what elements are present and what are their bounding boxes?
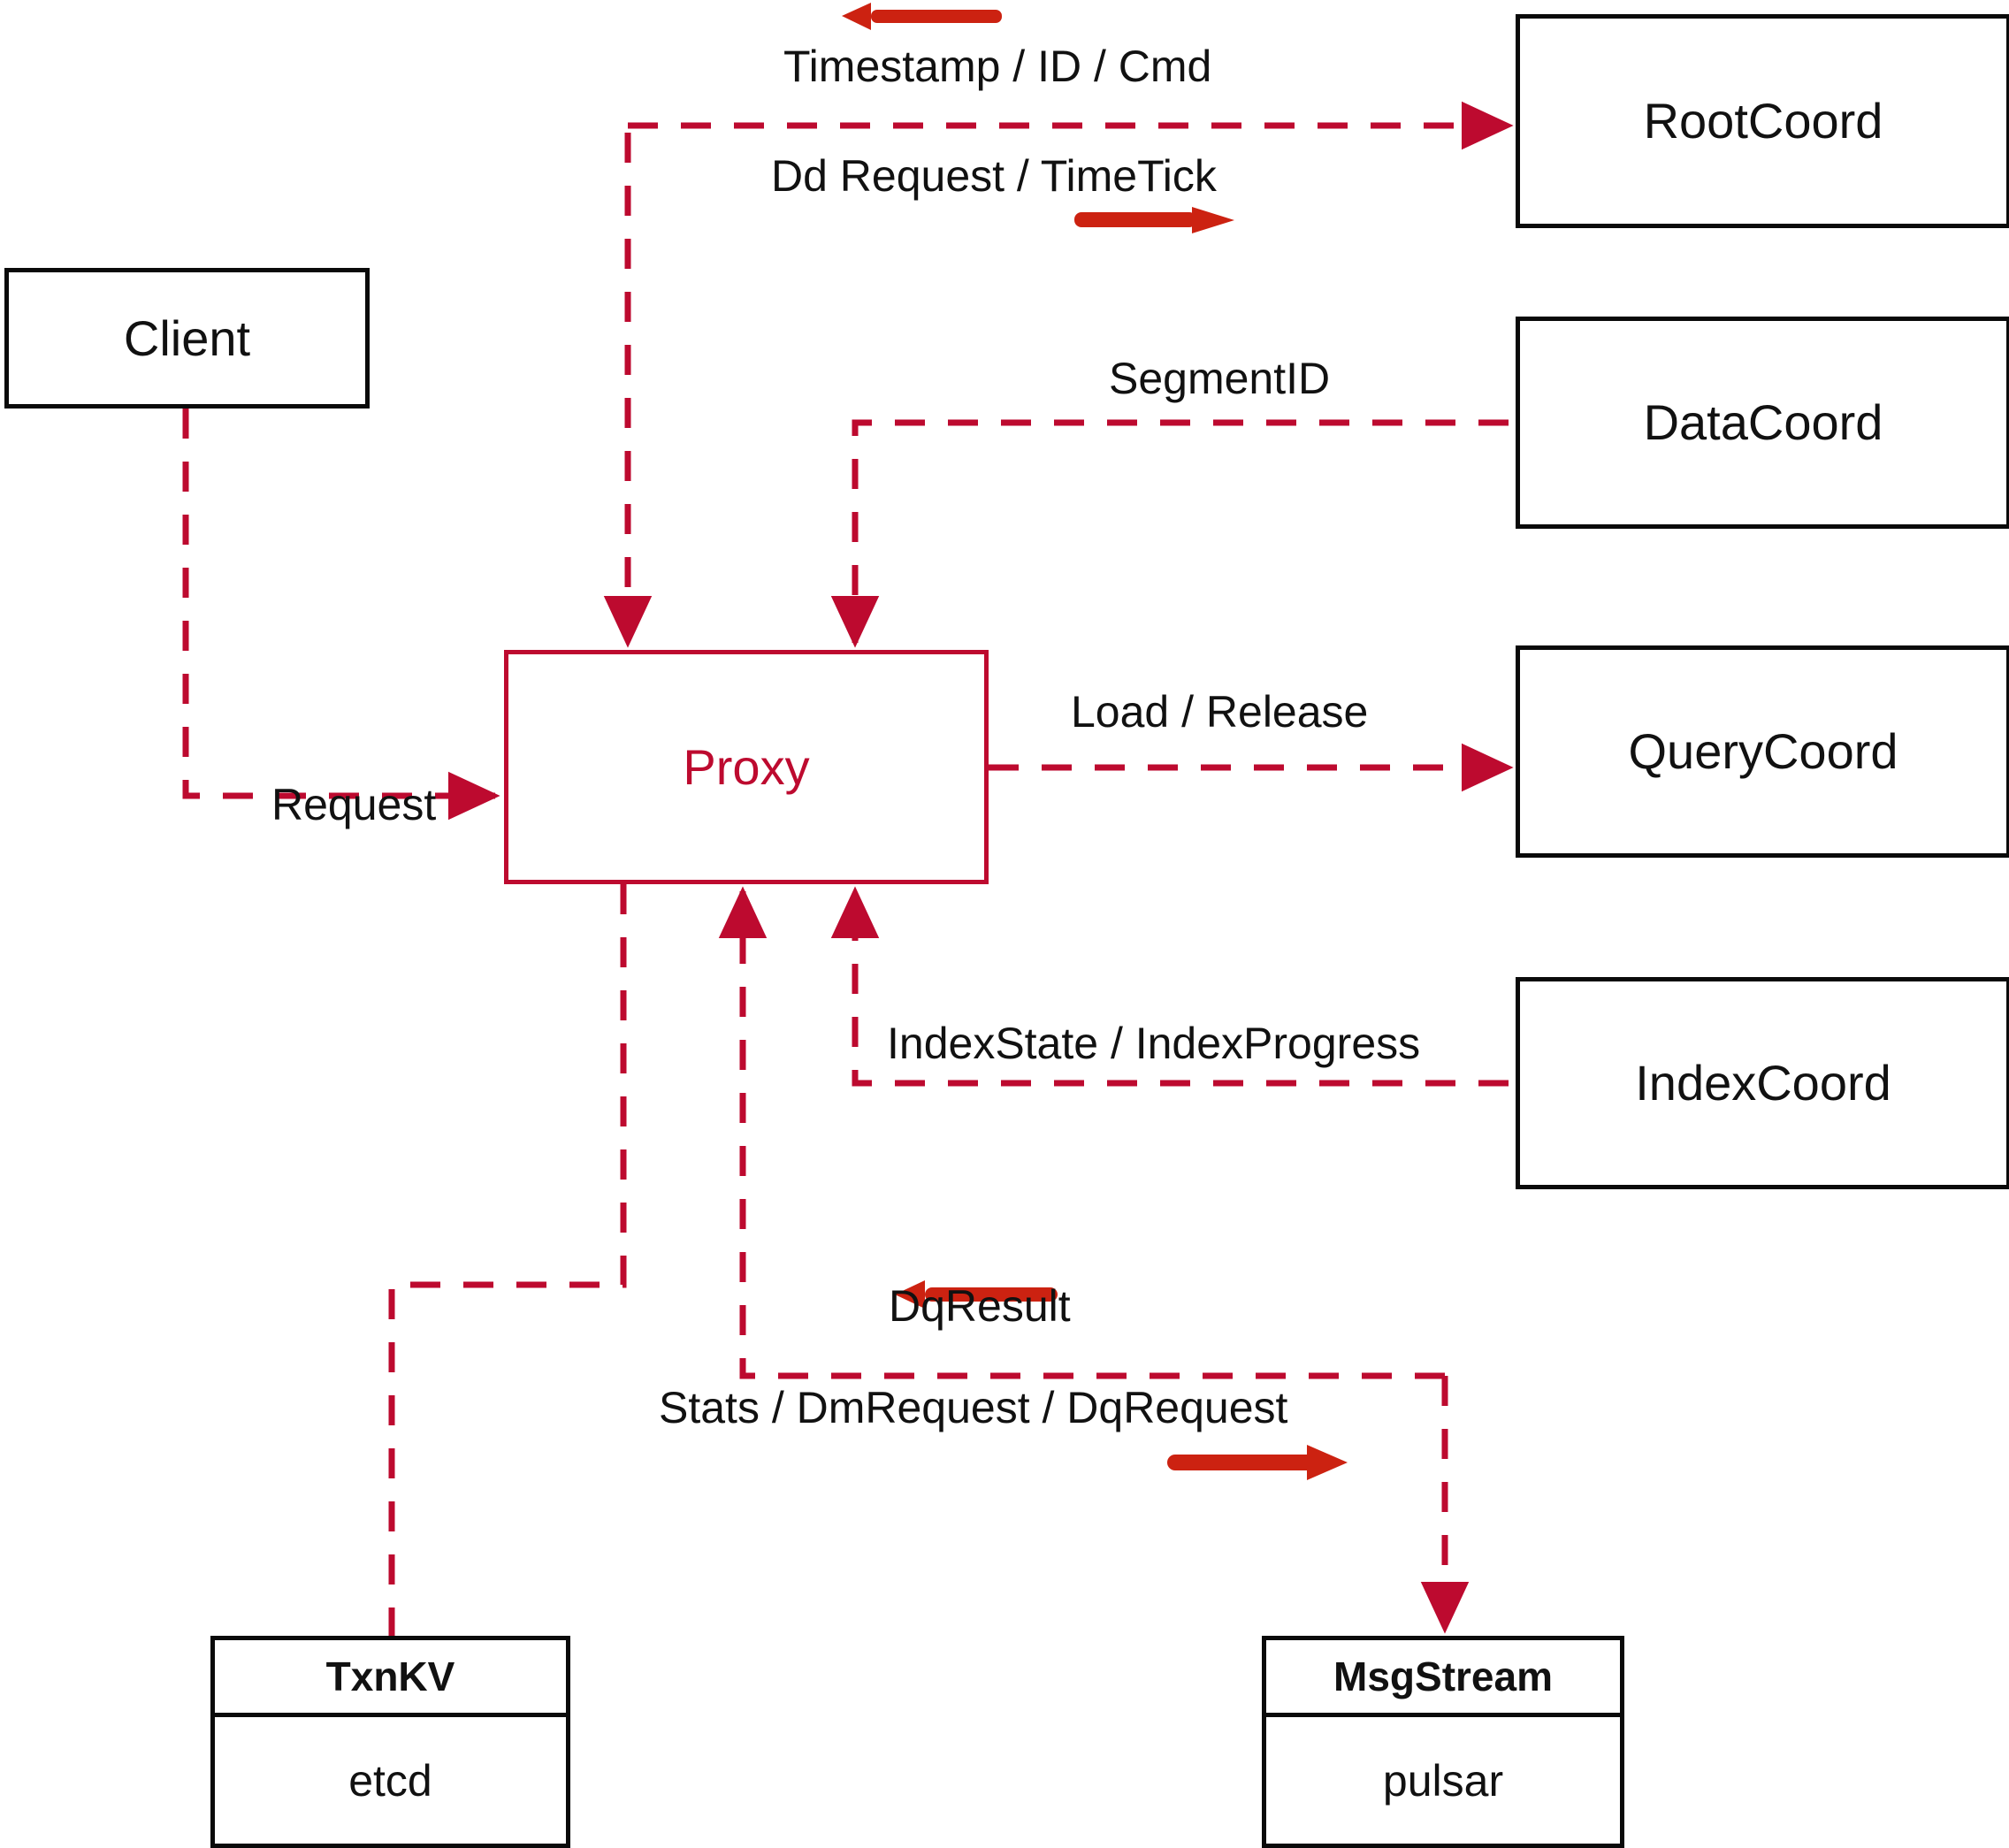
node-querycoord[interactable]: QueryCoord [1516, 645, 2009, 858]
node-indexcoord-label: IndexCoord [1635, 1055, 1891, 1111]
direction-arrow-dqresult [895, 1280, 1058, 1309]
direction-indicator-arrows [842, 3, 1348, 1480]
direction-arrow-ddrequest [1074, 207, 1234, 233]
node-datacoord[interactable]: DataCoord [1516, 317, 2009, 529]
node-msgstream[interactable]: MsgStream pulsar [1262, 1636, 1624, 1848]
edge-client-proxy [182, 409, 500, 821]
node-client-label: Client [123, 309, 251, 366]
node-txnkv[interactable]: TxnKV etcd [210, 1636, 570, 1848]
edge-label-dd-request-timetick: Dd Request / TimeTick [771, 151, 1217, 201]
node-querycoord-label: QueryCoord [1628, 723, 1898, 779]
node-proxy-label: Proxy [683, 738, 810, 795]
edge-label-index-state-progress: IndexState / IndexProgress [887, 1019, 1421, 1068]
node-proxy[interactable]: Proxy [504, 650, 989, 884]
node-indexcoord[interactable]: IndexCoord [1516, 977, 2009, 1189]
edge-label-load-release: Load / Release [1071, 687, 1369, 737]
edge-label-dq-result: DqResult [889, 1281, 1071, 1331]
edge-datacoord-proxy [830, 419, 1509, 648]
edge-indexcoord-proxy [830, 886, 1509, 1087]
node-client[interactable]: Client [4, 268, 370, 409]
edge-label-timestamp-id-cmd: Timestamp / ID / Cmd [783, 42, 1212, 91]
node-rootcoord[interactable]: RootCoord [1516, 14, 2009, 228]
node-msgstream-body: pulsar [1382, 1755, 1504, 1806]
node-msgstream-header: MsgStream [1266, 1640, 1620, 1717]
direction-arrow-stats [1167, 1445, 1348, 1480]
edge-proxy-txnkv [388, 884, 627, 1636]
edge-msgstream-proxy [718, 886, 1445, 1379]
node-txnkv-body: etcd [348, 1755, 432, 1806]
edge-label-segment-id: SegmentID [1109, 354, 1331, 403]
edge-label-stats-dm-dq: Stats / DmRequest / DqRequest [659, 1383, 1288, 1432]
node-txnkv-header: TxnKV [215, 1640, 566, 1717]
edge-label-request: Request [271, 780, 437, 829]
direction-arrow-timestamp [842, 3, 1002, 30]
node-datacoord-label: DataCoord [1643, 394, 1883, 450]
node-rootcoord-label: RootCoord [1643, 93, 1883, 149]
